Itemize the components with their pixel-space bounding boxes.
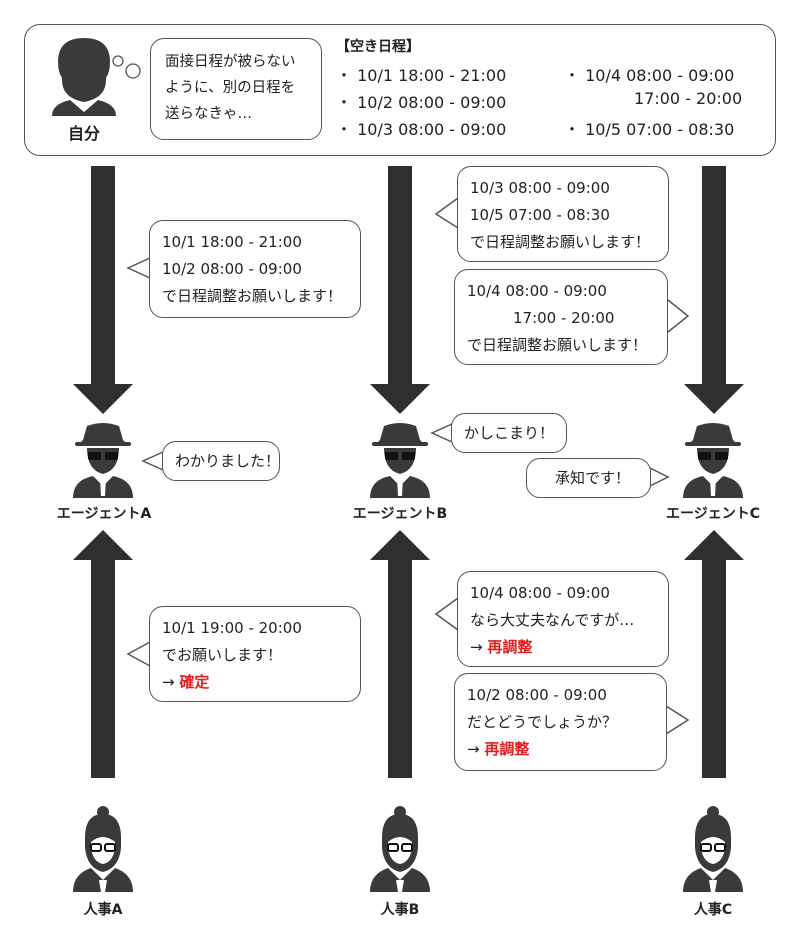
hr-c-arrow: →	[467, 740, 485, 758]
agent-b-reply-bubble: かしこまり！	[451, 413, 567, 453]
schedule-right-1: ・ 10/4 08:00 - 09:00	[564, 66, 735, 85]
request-a-line-2: 10/2 08:00 - 09:00	[162, 260, 302, 278]
arrow-head-up-c	[684, 530, 744, 560]
hr-b-arrow: →	[470, 638, 488, 656]
hr-a-icon	[72, 805, 134, 893]
request-b-line-3: で日程調整お願いします！	[470, 233, 651, 251]
arrow-hr-to-agent-b	[388, 560, 412, 778]
thought-line-1: 面接日程が被らない	[165, 54, 296, 70]
tail-request-b	[434, 197, 459, 229]
tail-reply-c	[649, 467, 670, 487]
agent-c-label: エージェントC	[666, 506, 760, 522]
schedule-left-2: ・ 10/2 08:00 - 09:00	[336, 93, 507, 112]
hr-b-icon	[369, 805, 431, 893]
agent-a-label: エージェントA	[56, 506, 152, 522]
hr-c-label: 人事C	[693, 902, 733, 918]
request-bubble-b: 10/3 08:00 - 09:00 10/5 07:00 - 08:30 で日…	[457, 166, 669, 262]
arrow-self-to-agent-b	[388, 166, 412, 384]
arrow-head-up-b	[370, 530, 430, 560]
arrow-head-up-a	[73, 530, 133, 560]
hr-reply-bubble-c: 10/2 08:00 - 09:00 だとどうでしょうか？ → 再調整	[454, 673, 667, 771]
schedule-left-1: ・ 10/1 18:00 - 21:00	[336, 66, 507, 85]
request-bubble-c: 10/4 08:00 - 09:00 17:00 - 20:00 で日程調整お願…	[454, 269, 668, 365]
hr-a-line-1: 10/1 19:00 - 20:00	[162, 619, 302, 637]
schedule-right-3: ・ 10/5 07:00 - 08:30	[564, 120, 735, 139]
agent-a-reply: わかりました！	[175, 452, 281, 470]
hr-a-line-2: でお願いします！	[162, 646, 283, 664]
tail-hr-reply-c	[665, 705, 690, 735]
request-a-line-1: 10/1 18:00 - 21:00	[162, 233, 302, 251]
arrow-hr-to-agent-c	[702, 560, 726, 778]
agent-b-label: エージェントB	[352, 506, 448, 522]
thought-line-3: 送らなきゃ…	[165, 106, 252, 122]
request-bubble-a: 10/1 18:00 - 21:00 10/2 08:00 - 09:00 で日…	[149, 220, 361, 318]
hr-b-line-1: 10/4 08:00 - 09:00	[470, 584, 610, 602]
arrow-hr-to-agent-a	[91, 560, 115, 778]
self-thought-bubble: 面接日程が被らない ように、別の日程を 送らなきゃ…	[150, 38, 322, 140]
hr-b-label: 人事B	[380, 902, 420, 918]
agent-a-reply-bubble: わかりました！	[162, 441, 280, 481]
agent-c-reply: 承知です！	[555, 469, 631, 487]
hr-b-result: 再調整	[487, 638, 533, 656]
hr-reply-bubble-a: 10/1 19:00 - 20:00 でお願いします！ → 確定	[149, 606, 361, 702]
request-c-line-2: 17:00 - 20:00	[513, 309, 615, 327]
tail-request-c	[667, 299, 690, 333]
request-b-line-1: 10/3 08:00 - 09:00	[470, 179, 610, 197]
hr-c-icon	[682, 805, 744, 893]
hr-c-result: 再調整	[484, 740, 530, 758]
tail-hr-reply-a	[126, 641, 151, 667]
hr-c-line-1: 10/2 08:00 - 09:00	[467, 686, 607, 704]
hr-reply-bubble-b: 10/4 08:00 - 09:00 なら大丈夫なんですが… → 再調整	[457, 571, 669, 667]
agent-c-reply-bubble: 承知です！	[526, 458, 651, 498]
hr-b-line-2: なら大丈夫なんですが…	[470, 611, 635, 629]
arrow-head-down-c	[684, 384, 744, 414]
arrow-head-down-a	[73, 384, 133, 414]
hr-a-result: 確定	[179, 673, 210, 691]
tail-reply-b	[430, 423, 453, 443]
tail-reply-a	[141, 451, 164, 471]
tail-hr-reply-b	[434, 597, 459, 631]
schedule-left-3: ・ 10/3 08:00 - 09:00	[336, 120, 507, 139]
self-label: 自分	[67, 124, 100, 143]
request-b-line-2: 10/5 07:00 - 08:30	[470, 206, 610, 224]
schedule-right-2: 17:00 - 20:00	[634, 89, 743, 108]
arrow-head-down-b	[370, 384, 430, 414]
hr-a-arrow: →	[162, 673, 180, 691]
thought-line-2: ように、別の日程を	[165, 80, 296, 96]
request-c-line-3: で日程調整お願いします！	[467, 336, 648, 354]
arrow-self-to-agent-a	[91, 166, 115, 384]
hr-a-label: 人事A	[83, 902, 123, 918]
schedule-title: 【空き日程】	[336, 39, 420, 55]
request-a-line-3: で日程調整お願いします！	[162, 287, 343, 305]
hr-c-line-2: だとどうでしょうか？	[467, 713, 618, 731]
agent-b-reply: かしこまり！	[464, 424, 555, 442]
tail-request-a	[126, 257, 151, 279]
arrow-self-to-agent-c	[702, 166, 726, 384]
request-c-line-1: 10/4 08:00 - 09:00	[467, 282, 607, 300]
header-panel	[24, 24, 776, 156]
